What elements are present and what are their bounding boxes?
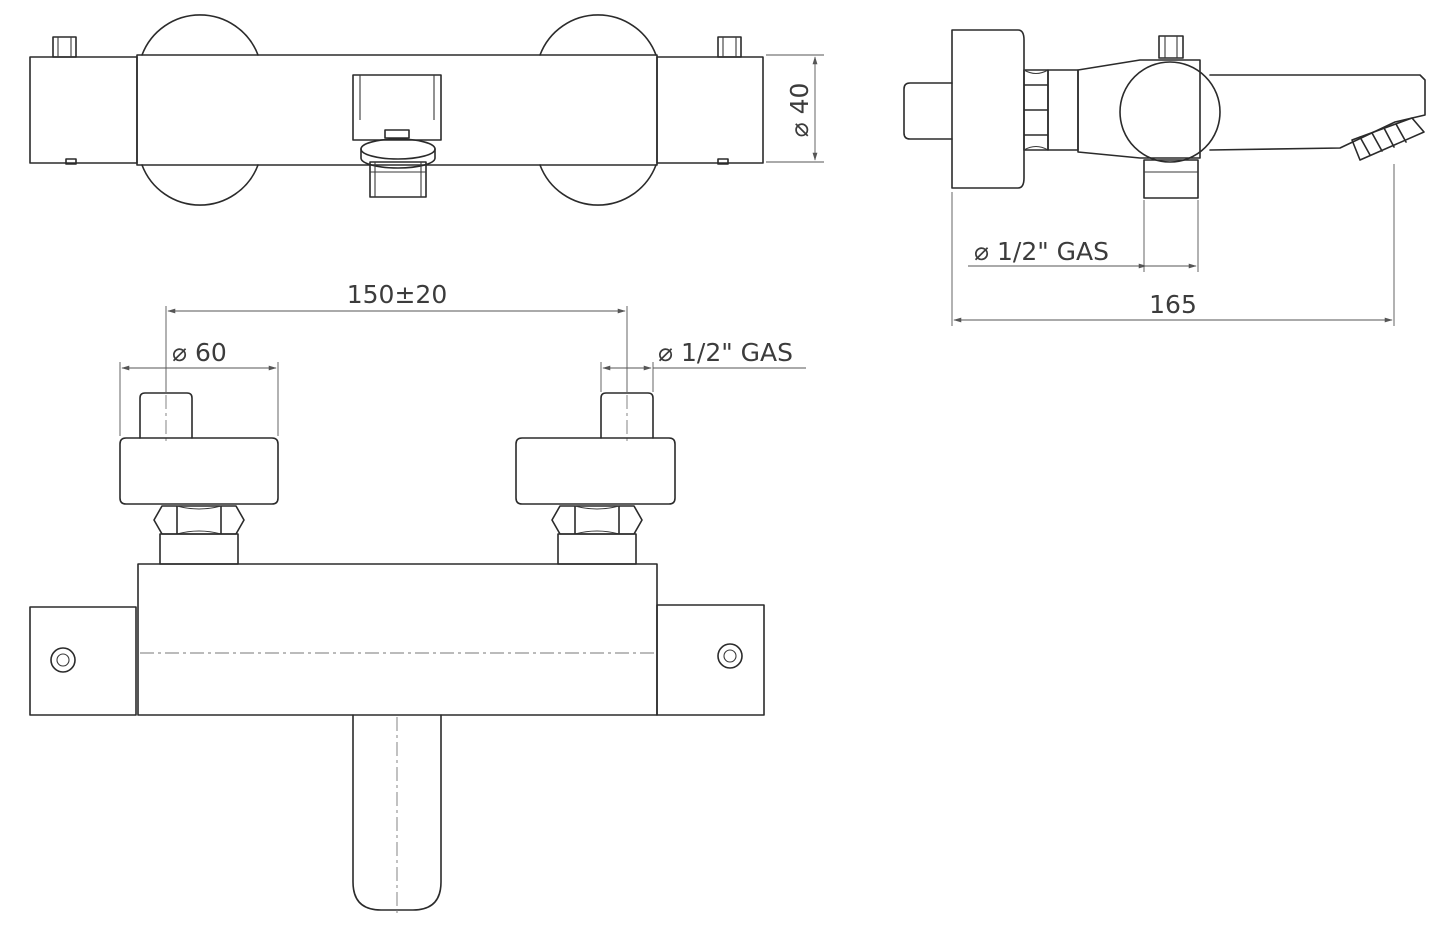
- diameter-symbol: ⌀: [658, 338, 681, 367]
- side-bottom-inlet: [1143, 159, 1199, 199]
- front-view-diameter-label: 60: [195, 338, 227, 367]
- side-wall-flange: [951, 29, 1025, 189]
- plus-minus-symbol: ±: [394, 280, 415, 309]
- side-body: [1077, 59, 1201, 159]
- front-view-inlet-label: 1/2" GAS: [681, 338, 793, 367]
- right-hex-nut: [551, 505, 643, 535]
- side-view-depth-label: 165: [1149, 290, 1197, 319]
- right-eccentric: [515, 392, 676, 565]
- side-hex-nut: [1023, 69, 1049, 151]
- side-inlet-stub: [903, 82, 953, 140]
- side-view: ⌀ 1/2" GAS 165: [903, 29, 1426, 326]
- top-view: ⌀ 40: [29, 14, 824, 206]
- front-right-handle: [656, 604, 765, 716]
- right-handle-button: [717, 36, 742, 58]
- svg-text:150±20: 150±20: [347, 280, 447, 309]
- left-wall-flange: [141, 14, 259, 206]
- svg-text:⌀ 1/2" GAS: ⌀ 1/2" GAS: [658, 338, 793, 367]
- front-left-handle: [29, 606, 137, 716]
- front-view-spacing-label: 150: [347, 280, 395, 309]
- outlet-thread: [369, 161, 427, 198]
- side-top-button: [1158, 35, 1184, 59]
- right-eccentric-flange: [515, 437, 676, 505]
- left-handle-button: [52, 36, 77, 58]
- svg-text:⌀ 60: ⌀ 60: [172, 338, 227, 367]
- side-spout: [1209, 74, 1426, 151]
- left-handle-screw: [50, 647, 76, 673]
- left-handle: [29, 56, 138, 164]
- outlet-block: [352, 74, 442, 141]
- side-handle-disc: [1119, 61, 1221, 163]
- left-eccentric-flange: [119, 437, 279, 505]
- mixer-body: [136, 54, 658, 166]
- svg-text:⌀ 40: ⌀ 40: [785, 83, 814, 138]
- diameter-symbol: ⌀: [172, 338, 195, 367]
- diameter-symbol: ⌀: [785, 114, 814, 137]
- top-view-diameter-label: 40: [785, 83, 814, 115]
- diameter-symbol: ⌀: [974, 237, 997, 266]
- front-mixer-body: [137, 563, 658, 716]
- side-view-inlet-label: 1/2" GAS: [997, 237, 1109, 266]
- side-spout-aerator: [1351, 117, 1425, 161]
- right-wall-flange: [539, 14, 657, 206]
- right-handle-screw: [717, 643, 743, 669]
- right-handle: [656, 56, 764, 164]
- svg-text:⌀ 1/2" GAS: ⌀ 1/2" GAS: [974, 237, 1109, 266]
- front-view-tolerance-label: 20: [415, 280, 447, 309]
- left-eccentric: [119, 392, 279, 565]
- outlet-nozzle: [360, 138, 436, 160]
- front-view: 150±20 ⌀ 60 ⌀ 1/2" GAS: [29, 280, 806, 914]
- left-hex-nut: [153, 505, 245, 535]
